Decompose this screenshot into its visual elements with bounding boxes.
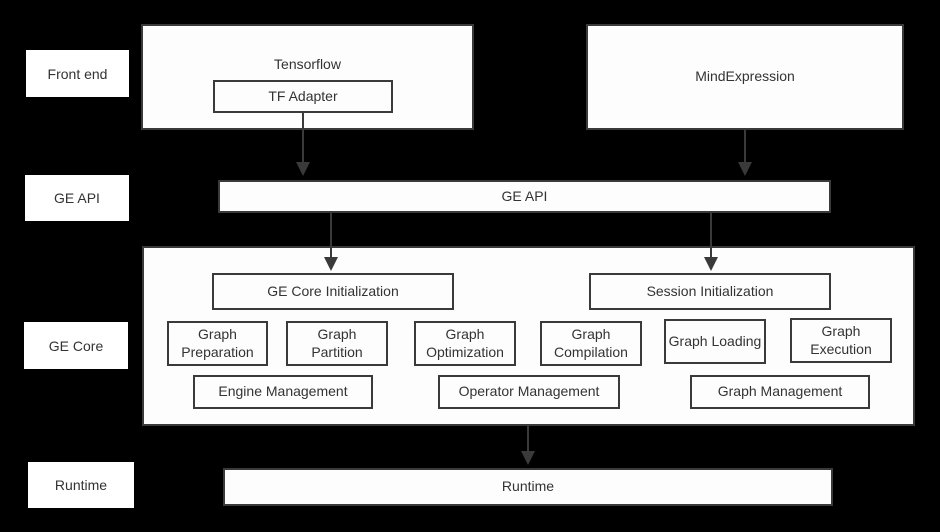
ge-api-bar-label: GE API — [501, 187, 548, 204]
session-initialization-box: Session Initialization — [589, 273, 831, 310]
graph-partition-box: Graph Partition — [286, 321, 388, 366]
graph-optimization-box: Graph Optimization — [414, 321, 516, 366]
layer-label-ge-core: GE Core — [24, 322, 128, 369]
graph-execution-label: Graph Execution — [810, 322, 872, 357]
ge-core-initialization-box: GE Core Initialization — [212, 273, 454, 310]
tf-adapter-box: TF Adapter — [213, 80, 393, 113]
session-initialization-label: Session Initialization — [646, 282, 774, 299]
engine-management-box: Engine Management — [193, 375, 373, 409]
graph-compilation-label: Graph Compilation — [554, 325, 628, 360]
mindexpression-box: MindExpression — [586, 24, 904, 130]
graph-management-box: Graph Management — [690, 375, 870, 409]
tf-adapter-label: TF Adapter — [268, 87, 338, 104]
graph-partition-label: Graph Partition — [311, 325, 363, 360]
layer-label-front-end: Front end — [26, 50, 129, 97]
operator-management-box: Operator Management — [438, 375, 620, 409]
graph-preparation-label: Graph Preparation — [181, 325, 254, 360]
graph-compilation-box: Graph Compilation — [540, 321, 642, 366]
ge-api-bar: GE API — [218, 180, 831, 213]
tensorflow-box: Tensorflow — [141, 24, 474, 130]
layer-label-ge-api: GE API — [25, 175, 129, 221]
graph-preparation-box: Graph Preparation — [167, 321, 268, 366]
graph-execution-box: Graph Execution — [790, 318, 892, 363]
layer-label-front-end-text: Front end — [47, 65, 108, 82]
mindexpression-label: MindExpression — [695, 68, 795, 85]
graph-management-label: Graph Management — [717, 383, 843, 400]
graph-optimization-label: Graph Optimization — [426, 325, 504, 360]
ge-core-initialization-label: GE Core Initialization — [267, 282, 399, 299]
tensorflow-title: Tensorflow — [274, 56, 341, 72]
operator-management-label: Operator Management — [458, 383, 600, 400]
layer-label-runtime-text: Runtime — [54, 477, 108, 493]
runtime-bar-label: Runtime — [501, 478, 555, 495]
layer-label-ge-core-text: GE Core — [48, 337, 104, 354]
engine-management-label: Engine Management — [218, 383, 348, 400]
layer-label-ge-api-text: GE API — [54, 190, 100, 206]
runtime-bar: Runtime — [223, 468, 833, 506]
graph-loading-label: Graph Loading — [668, 332, 762, 349]
graph-loading-box: Graph Loading — [664, 319, 766, 364]
layer-label-runtime: Runtime — [28, 462, 134, 508]
